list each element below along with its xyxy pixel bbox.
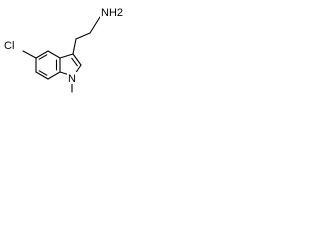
label-bg-ring-nitrogen [67, 72, 77, 84]
chlorine-label: Cl [4, 40, 14, 52]
bond-ch2-nh2 [89, 16, 101, 34]
bond-c3-ch2 [72, 38, 77, 55]
chemical-structure-diagram: NH2 Cl N [3, 5, 130, 93]
ring-nitrogen-label: N [68, 73, 76, 85]
bond-ch2-ch2 [75, 32, 91, 40]
bond-benzene-c6-c7 [35, 71, 49, 80]
bond-c3a-c3 [59, 53, 74, 59]
amine-label: NH2 [101, 7, 123, 19]
label-bg-chlorine [3, 38, 20, 52]
bond-c3-c2-double [71, 57, 78, 67]
bond-benzene-c4-c5 [35, 50, 49, 59]
bond-benzene-inner-1 [38, 54, 48, 60]
bond-benzene-c3a-c4 [47, 50, 61, 59]
bond-benzene-inner-2 [38, 70, 48, 76]
label-bg-amine [100, 5, 130, 19]
bond-c3-c2 [72, 53, 82, 66]
bond-benzene-c7-c7a [47, 71, 61, 80]
bond-c5-cl [22, 50, 37, 59]
